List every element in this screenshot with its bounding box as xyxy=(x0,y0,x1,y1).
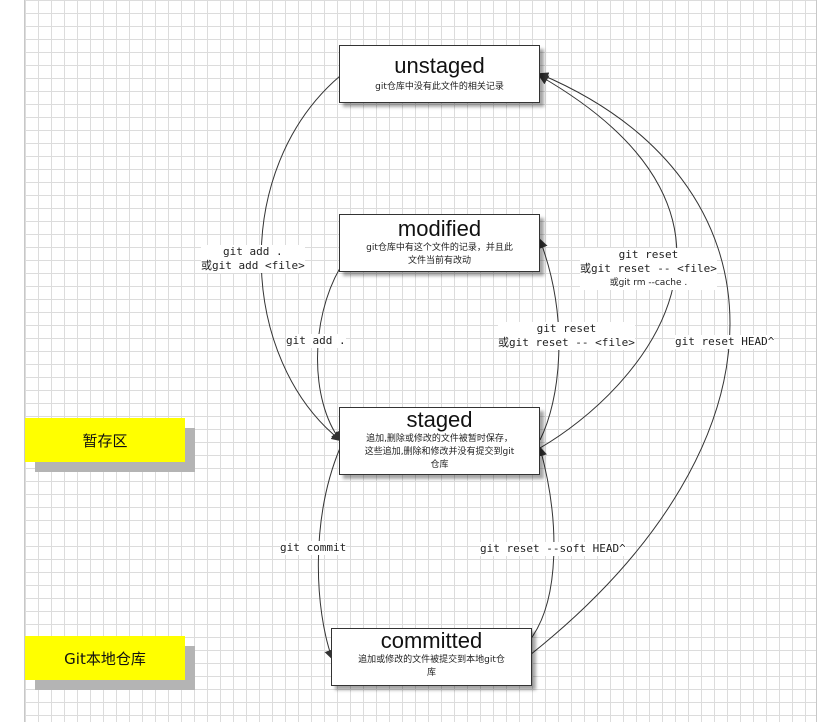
state-description: 追加,删除或修改的文件被暂时保存， 这些追加,删除和修改并没有提交到git 仓库 xyxy=(364,434,515,470)
state-modified[interactable]: modified git仓库中有这个文件的记录，并且此 文件当前有改动 xyxy=(339,214,540,272)
edge-label-git-add-file: git add . 或git add <file> xyxy=(201,245,305,273)
edge-label-reset-head: git reset HEAD^ xyxy=(675,335,775,349)
state-staged[interactable]: staged 追加,删除或修改的文件被暂时保存， 这些追加,删除和修改并没有提交… xyxy=(339,407,540,475)
state-title: unstaged xyxy=(394,53,485,78)
edge-label-reset-soft: git reset --soft HEAD^ xyxy=(480,542,626,556)
state-description: 追加或修改的文件被提交到本地git仓 库 xyxy=(358,655,505,678)
arrow-staged-to-modified xyxy=(538,238,560,441)
grid-canvas xyxy=(24,0,817,722)
arrow-staged-to-committed xyxy=(317,447,341,660)
state-committed[interactable]: committed 追加或修改的文件被提交到本地git仓 库 xyxy=(331,628,532,686)
state-description: git仓库中有这个文件的记录，并且此 文件当前有改动 xyxy=(366,243,513,266)
state-title: modified xyxy=(397,216,482,241)
state-title: staged xyxy=(406,407,473,432)
edge-label-reset-to-modified: git reset 或git reset -- <file> xyxy=(498,322,635,350)
arrow-staged-to-unstaged xyxy=(538,75,678,449)
edge-label-reset-to-unstaged: git reset 或git reset -- <file> 或git rm -… xyxy=(580,248,717,290)
state-description: git仓库中没有此文件的相关记录 xyxy=(375,82,504,92)
zone-local-repository: Git本地仓库 xyxy=(25,636,185,680)
arrow-modified-to-staged xyxy=(317,267,342,442)
zone-staging-area: 暂存区 xyxy=(25,418,185,462)
state-unstaged[interactable]: unstaged git仓库中没有此文件的相关记录 xyxy=(339,45,540,103)
edge-label-git-add: git add . xyxy=(286,334,346,348)
edge-label-git-commit: git commit xyxy=(280,541,347,555)
arrow-committed-to-unstaged xyxy=(529,72,731,656)
state-title: committed xyxy=(380,628,483,653)
